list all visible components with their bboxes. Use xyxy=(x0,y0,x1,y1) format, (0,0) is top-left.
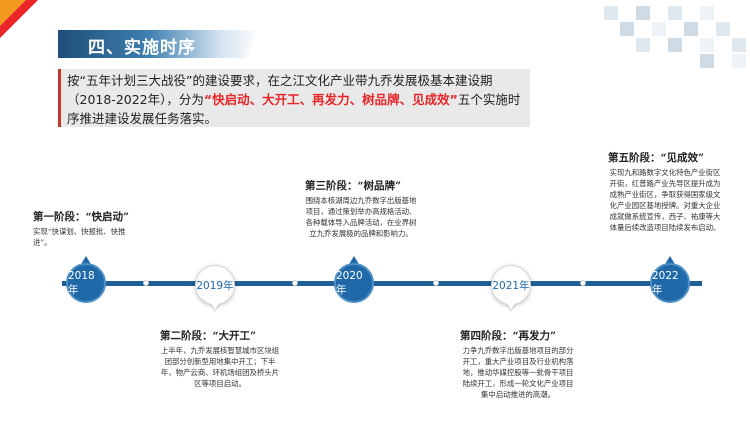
stage-5: 第五阶段：“见成效” 实现九和路数字文化特色产业街区开街，红普路产业先导区提升成… xyxy=(608,150,722,233)
stage-1: 第一阶段：“快启动” 实现“快谋划、快报批、快推进”。 xyxy=(33,209,143,248)
timeline-node-2019: 2019年 xyxy=(195,265,235,305)
timeline-axis xyxy=(62,281,702,286)
stage-3: 第三阶段：“树品牌” 围绕本核湖周边九乔数字出版基地项目，通过策划举办高规格活动… xyxy=(305,178,417,239)
stage-title: 第二阶段：“大开工” xyxy=(160,330,257,342)
stage-description: 实现“快谋划、快报批、快推进”。 xyxy=(33,227,126,247)
intro-text-end: 五个实施时序推进建设发展任务落实。 xyxy=(67,92,521,126)
page-title: 四、实施时序 xyxy=(88,38,196,58)
timeline-pin xyxy=(664,256,676,266)
timeline-pin xyxy=(504,299,518,310)
stage-2: 第二阶段：“大开工” 上半年，九乔发展核智慧城市区块组团部分创新型用地集中开工；… xyxy=(160,328,280,389)
stage-title: 第三阶段：“树品牌” xyxy=(305,180,402,192)
intro-highlight: “快启动、大开工、再发力、树品牌、见成效” xyxy=(203,92,458,107)
intro-text: 按“五年计划三大战役”的建设要求，在之江文化产业带九乔发展极基本建设期（2018… xyxy=(67,73,493,107)
timeline-dot xyxy=(292,280,298,286)
timeline-node-2021: 2021年 xyxy=(491,265,531,305)
timeline-node-2022: 2022年 xyxy=(650,263,690,303)
timeline-pin xyxy=(348,256,360,266)
stage-title: 第一阶段：“快启动” xyxy=(33,211,130,223)
timeline-dot xyxy=(433,280,439,286)
title-banner xyxy=(58,30,258,58)
stage-description: 实现九和路数字文化特色产业街区开街，红普路产业先导区提升成为成熟产业街区，争取获… xyxy=(609,168,721,232)
corner-accent-orange xyxy=(0,0,26,26)
stage-description: 力争九乔数字出版基地项目的部分开工，重大产业项目及行业机构落地，推动华媒控股等一… xyxy=(462,346,574,399)
intro-box: 按“五年计划三大战役”的建设要求，在之江文化产业带九乔发展极基本建设期（2018… xyxy=(58,69,530,127)
stage-description: 上半年，九乔发展核智慧城市区块组团部分创新型用地集中开工；下半年，物产云商、环机… xyxy=(160,346,280,388)
timeline-pin xyxy=(208,299,222,310)
stage-4: 第四阶段：“再发力” 力争九乔数字出版基地项目的部分开工，重大产业项目及行业机构… xyxy=(460,328,576,400)
timeline-dot xyxy=(143,280,149,286)
timeline-node-2018: 2018年 xyxy=(66,263,106,303)
stage-title: 第四阶段：“再发力” xyxy=(460,330,557,342)
stage-title: 第五阶段：“见成效” xyxy=(608,152,705,164)
timeline-node-2020: 2020年 xyxy=(334,263,374,303)
timeline-dot xyxy=(580,280,586,286)
stage-description: 围绕本核湖周边九乔数字出版基地项目，通过策划举办高规格活动、各种载体导入品牌活动… xyxy=(305,196,417,238)
timeline-pin xyxy=(80,256,92,266)
